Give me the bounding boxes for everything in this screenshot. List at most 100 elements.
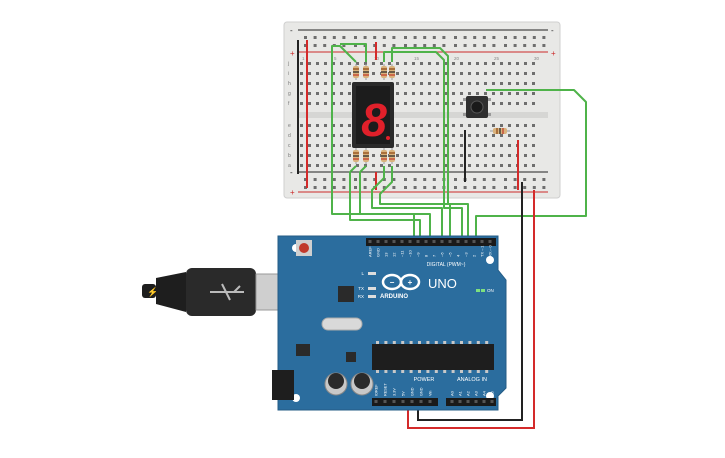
breadboard-hole[interactable] <box>508 134 511 137</box>
header-pin[interactable] <box>448 240 452 243</box>
breadboard-hole[interactable] <box>516 124 519 127</box>
breadboard-hole[interactable] <box>364 62 367 65</box>
breadboard-hole[interactable] <box>532 102 535 105</box>
breadboard-hole[interactable] <box>436 124 439 127</box>
rail-hole[interactable] <box>413 44 417 47</box>
rail-hole[interactable] <box>354 186 357 189</box>
button-cap[interactable] <box>470 100 484 114</box>
rail-hole[interactable] <box>354 44 357 47</box>
breadboard-hole[interactable] <box>476 72 479 75</box>
rail-hole[interactable] <box>313 178 317 181</box>
breadboard-hole[interactable] <box>348 154 351 157</box>
rail-hole[interactable] <box>482 44 486 47</box>
breadboard-hole[interactable] <box>508 72 511 75</box>
rail-hole[interactable] <box>373 44 377 47</box>
dc-jack[interactable] <box>272 370 294 400</box>
breadboard-hole[interactable] <box>460 154 463 157</box>
header-pin[interactable] <box>419 400 423 403</box>
rail-hole[interactable] <box>492 36 496 39</box>
breadboard-hole[interactable] <box>308 154 311 157</box>
breadboard-hole[interactable] <box>324 144 327 147</box>
breadboard-hole[interactable] <box>324 82 327 85</box>
breadboard-hole[interactable] <box>340 144 343 147</box>
breadboard-hole[interactable] <box>508 144 511 147</box>
rail-hole[interactable] <box>313 186 317 189</box>
breadboard-hole[interactable] <box>436 134 439 137</box>
rail-hole[interactable] <box>454 186 457 189</box>
breadboard-hole[interactable] <box>500 134 503 137</box>
header-pin[interactable] <box>480 240 484 243</box>
rail-hole[interactable] <box>482 186 486 189</box>
breadboard-hole[interactable] <box>492 144 495 147</box>
rail-hole[interactable] <box>304 44 307 47</box>
breadboard-hole[interactable] <box>436 62 439 65</box>
breadboard-hole[interactable] <box>412 92 415 95</box>
breadboard-hole[interactable] <box>404 102 407 105</box>
header-pin[interactable] <box>408 240 412 243</box>
rail-hole[interactable] <box>382 44 386 47</box>
breadboard-hole[interactable] <box>316 134 319 137</box>
breadboard-hole[interactable] <box>348 92 351 95</box>
breadboard-hole[interactable] <box>308 144 311 147</box>
breadboard-hole[interactable] <box>516 82 519 85</box>
breadboard-hole[interactable] <box>476 154 479 157</box>
breadboard-hole[interactable] <box>348 72 351 75</box>
breadboard-hole[interactable] <box>532 164 535 167</box>
header-pin[interactable] <box>424 240 428 243</box>
rail-hole[interactable] <box>492 178 496 181</box>
breadboard-hole[interactable] <box>484 82 487 85</box>
header-pin[interactable] <box>450 400 454 403</box>
breadboard-hole[interactable] <box>500 144 503 147</box>
rail-hole[interactable] <box>363 186 367 189</box>
resistor[interactable] <box>353 64 359 80</box>
breadboard-hole[interactable] <box>340 92 343 95</box>
breadboard-hole[interactable] <box>436 72 439 75</box>
breadboard-hole[interactable] <box>428 124 431 127</box>
breadboard-hole[interactable] <box>532 134 535 137</box>
header-pin[interactable] <box>410 400 414 403</box>
wire-segment-f[interactable] <box>383 51 463 238</box>
breadboard-hole[interactable] <box>444 92 447 95</box>
breadboard-hole[interactable] <box>532 144 535 147</box>
breadboard-hole[interactable] <box>484 92 487 95</box>
breadboard-hole[interactable] <box>508 124 511 127</box>
breadboard-hole[interactable] <box>404 154 407 157</box>
rail-hole[interactable] <box>473 44 477 47</box>
resistor[interactable] <box>353 148 359 164</box>
breadboard-hole[interactable] <box>492 102 495 105</box>
breadboard-hole[interactable] <box>340 134 343 137</box>
breadboard-hole[interactable] <box>460 164 463 167</box>
rail-hole[interactable] <box>504 178 507 181</box>
header-pin[interactable] <box>432 240 436 243</box>
breadboard-hole[interactable] <box>452 164 455 167</box>
rail-hole[interactable] <box>523 186 527 189</box>
rail-hole[interactable] <box>373 178 377 181</box>
breadboard-hole[interactable] <box>372 154 375 157</box>
rail-hole[interactable] <box>542 36 546 39</box>
breadboard-hole[interactable] <box>460 62 463 65</box>
breadboard-hole[interactable] <box>308 72 311 75</box>
breadboard-hole[interactable] <box>468 164 471 167</box>
breadboard-hole[interactable] <box>524 134 527 137</box>
breadboard-hole[interactable] <box>436 164 439 167</box>
rail-hole[interactable] <box>513 178 517 181</box>
rail-hole[interactable] <box>392 36 396 39</box>
breadboard-hole[interactable] <box>420 134 423 137</box>
rail-hole[interactable] <box>342 186 346 189</box>
breadboard-hole[interactable] <box>516 134 519 137</box>
breadboard-hole[interactable] <box>492 154 495 157</box>
breadboard-hole[interactable] <box>380 164 383 167</box>
breadboard-hole[interactable] <box>396 72 399 75</box>
header-pin[interactable] <box>474 400 478 403</box>
breadboard-hole[interactable] <box>324 134 327 137</box>
breadboard-hole[interactable] <box>452 82 455 85</box>
breadboard-hole[interactable] <box>460 72 463 75</box>
breadboard-hole[interactable] <box>436 92 439 95</box>
rail-hole[interactable] <box>463 186 467 189</box>
resistor[interactable] <box>381 64 387 80</box>
header-pin[interactable] <box>383 400 387 403</box>
breadboard-hole[interactable] <box>324 102 327 105</box>
breadboard-hole[interactable] <box>316 72 319 75</box>
breadboard-hole[interactable] <box>420 62 423 65</box>
rail-hole[interactable] <box>442 36 446 39</box>
